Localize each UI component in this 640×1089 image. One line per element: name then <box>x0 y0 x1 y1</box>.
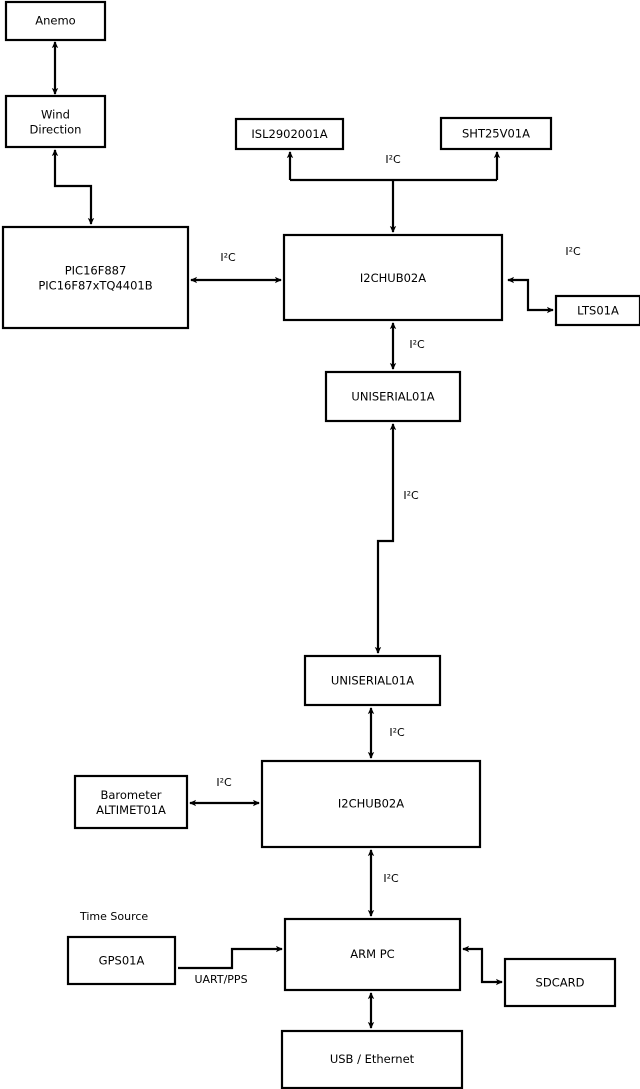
edge-hub-top-lts <box>507 276 554 314</box>
edge-label-hub-top-sensors: I²C <box>385 153 401 166</box>
node-label-anemo: Anemo <box>35 14 75 28</box>
node-i2chub02a-bottom[interactable]: I2CHUB02A <box>260 759 482 849</box>
edge-line-hub-top-lts <box>507 276 554 314</box>
node-arm-pc[interactable]: ARM PC <box>283 917 462 992</box>
node-box-arm-pc[interactable] <box>283 917 462 992</box>
node-box-isl2902001a[interactable] <box>234 117 345 151</box>
node-label-usb-ethernet: USB / Ethernet <box>330 1052 415 1066</box>
node-isl2902001a[interactable]: ISL2902001A <box>234 117 345 151</box>
edge-label-hub-top-lts: I²C <box>565 245 581 258</box>
node-box-sdcard[interactable] <box>503 957 617 1008</box>
edge-label-barometer-hub-bottom: I²C <box>216 776 232 789</box>
node-gps01a[interactable]: GPS01A <box>66 935 177 986</box>
free-labels-layer: Time Source <box>79 910 148 923</box>
edge-hub-top-sensors <box>286 151 501 233</box>
node-i2chub02a-top[interactable]: I2CHUB02A <box>282 233 504 322</box>
edge-labels-layer: I²C I²C I²C I²C I²C I²C I²C I²C UART/PPS <box>194 153 581 986</box>
node-lts01a[interactable]: LTS01A <box>554 294 640 327</box>
edge-line-gps-armpc <box>178 945 283 970</box>
node-label-isl2902001a: ISL2902001A <box>251 127 327 141</box>
node-label-sdcard: SDCARD <box>536 976 585 990</box>
edge-gps-armpc <box>178 945 283 970</box>
edge-line-armpc-sdcard <box>462 945 503 986</box>
edge-label-pic-hub-top: I²C <box>220 251 236 264</box>
edges-layer <box>51 41 554 1029</box>
node-uniserial01a-upper[interactable]: UNISERIAL01A <box>324 370 462 423</box>
node-box-anemo[interactable] <box>4 0 107 42</box>
node-usb-ethernet[interactable]: USB / Ethernet <box>280 1029 464 1089</box>
edge-label-hub-bottom-armpc: I²C <box>383 872 399 885</box>
edge-label-gps-armpc: UART/PPS <box>194 973 247 986</box>
node-box-lts01a[interactable] <box>554 294 640 327</box>
edge-label-uniserial-uniserial: I²C <box>403 489 419 502</box>
node-sdcard[interactable]: SDCARD <box>503 957 617 1008</box>
edge-line-wind-pic <box>51 149 95 225</box>
node-box-usb-ethernet[interactable] <box>280 1029 464 1089</box>
node-uniserial01a-lower[interactable]: UNISERIAL01A <box>303 654 442 707</box>
node-box-barometer[interactable] <box>73 774 189 830</box>
edge-line-uniserial-up-lo <box>374 423 397 654</box>
edge-wind-pic <box>51 149 95 225</box>
node-label-i2chub02a-bottom: I2CHUB02A <box>338 797 404 811</box>
node-label-gps01a: GPS01A <box>99 954 145 968</box>
node-label-i2chub02a-top: I2CHUB02A <box>360 271 426 285</box>
node-box-sht25v01a[interactable] <box>439 116 553 151</box>
node-label-lts01a: LTS01A <box>577 304 619 318</box>
label-time-source: Time Source <box>79 910 148 923</box>
node-box-i2chub02a-top[interactable] <box>282 233 504 322</box>
edge-label-hub-top-uniserial: I²C <box>409 338 425 351</box>
node-anemo[interactable]: Anemo <box>4 0 107 42</box>
node-box-gps01a[interactable] <box>66 935 177 986</box>
node-label-uniserial01a-lower: UNISERIAL01A <box>331 674 414 688</box>
node-label-sht25v01a: SHT25V01A <box>462 127 530 141</box>
node-box-uniserial01a-upper[interactable] <box>324 370 462 423</box>
edge-armpc-sdcard <box>462 945 503 986</box>
node-box-wind-direction[interactable] <box>4 94 107 149</box>
edge-uniserial-up-lo <box>374 423 397 654</box>
node-box-i2chub02a-bottom[interactable] <box>260 759 482 849</box>
node-box-pic[interactable] <box>1 225 190 330</box>
node-box-uniserial01a-lower[interactable] <box>303 654 442 707</box>
edge-label-uniserial-hub-bottom: I²C <box>389 726 405 739</box>
node-label-uniserial01a-upper: UNISERIAL01A <box>351 390 434 404</box>
node-sht25v01a[interactable]: SHT25V01A <box>439 116 553 151</box>
node-label-arm-pc: ARM PC <box>350 947 394 961</box>
